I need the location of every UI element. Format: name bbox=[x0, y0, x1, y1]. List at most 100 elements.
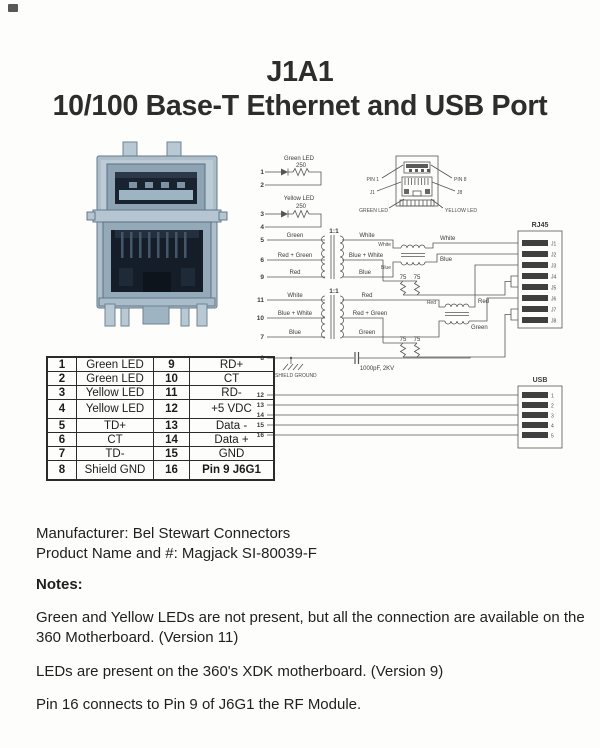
signal-name-cell: +5 VDC bbox=[189, 399, 275, 419]
choke-1: White Blue White Blue bbox=[378, 236, 518, 271]
pin-number-cell: 14 bbox=[153, 432, 190, 447]
pin-number-cell: 16 bbox=[153, 460, 190, 481]
wire-label: Blue + White bbox=[349, 253, 384, 259]
signal-name-cell: Yellow LED bbox=[76, 385, 154, 400]
pin-number-cell: 12 bbox=[153, 399, 190, 419]
inset-j8-label: J8 bbox=[457, 190, 463, 196]
pin-number-cell: 9 bbox=[153, 356, 190, 372]
shield-ground-label: SHIELD GROUND bbox=[275, 373, 317, 379]
pin-4-label: 4 bbox=[260, 224, 264, 231]
signal-name-cell: GND bbox=[189, 446, 275, 461]
wire-label: Blue bbox=[381, 265, 391, 271]
manufacturer-line: Manufacturer: Bel Stewart Connectors bbox=[36, 525, 291, 542]
wire-label: White bbox=[440, 236, 456, 242]
led-diode-symbol bbox=[281, 168, 288, 176]
signal-name-cell: Data - bbox=[189, 418, 275, 433]
yellow-led-resistor-value: 250 bbox=[296, 204, 307, 210]
signal-name-cell: TD+ bbox=[76, 418, 154, 433]
note-1: Green and Yellow LEDs are not present, b… bbox=[36, 609, 585, 646]
rj45-pin-label: J2 bbox=[551, 253, 557, 259]
inset-green-led-label: GREEN LED bbox=[359, 208, 388, 214]
transformer-1: 5 6 9 Green Red + Green Red 1:1 White Bl… bbox=[260, 228, 401, 281]
rj45-pin-label: J4 bbox=[551, 275, 557, 281]
table-row: 5 TD+ 13 Data - bbox=[46, 418, 275, 433]
resistor-symbol bbox=[292, 209, 310, 219]
pin-number-cell: 3 bbox=[46, 385, 77, 400]
wire-label: Red bbox=[289, 270, 300, 276]
inset-yellow-led-label: YELLOW LED bbox=[445, 208, 477, 214]
wire-label: Blue bbox=[359, 270, 372, 276]
pin-number-cell: 11 bbox=[153, 385, 190, 400]
wire-label: White bbox=[287, 293, 303, 299]
wire-label: White bbox=[359, 233, 375, 239]
signal-name-cell: Shield GND bbox=[76, 460, 154, 481]
scan-artifact bbox=[8, 4, 18, 12]
wire-label: Red bbox=[478, 299, 489, 305]
flange-nub-right bbox=[218, 211, 228, 221]
table-row: 4 Yellow LED 12 +5 VDC bbox=[46, 399, 275, 419]
table-row: 7 TD- 15 GND bbox=[46, 446, 275, 461]
pin-number-cell: 13 bbox=[153, 418, 190, 433]
usb-pin-label: 4 bbox=[551, 424, 554, 430]
wire-label: Red bbox=[361, 293, 372, 299]
title-line-1: J1A1 bbox=[266, 56, 334, 88]
rj45-pin-label: J5 bbox=[551, 286, 557, 292]
pin-number-cell: 2 bbox=[46, 371, 77, 386]
page-title: J1A1 10/100 Base-T Ethernet and USB Port bbox=[0, 55, 600, 123]
signal-name-cell: Data + bbox=[189, 432, 275, 447]
turns-ratio: 1:1 bbox=[329, 228, 339, 235]
green-led-label: Green LED bbox=[284, 156, 315, 162]
rj45-block: RJ45 J1 J2 J3 J4 J5 J6 J7 J8 bbox=[517, 222, 563, 329]
yellow-led-label: Yellow LED bbox=[284, 196, 315, 202]
pin-number-cell: 6 bbox=[46, 432, 77, 447]
pin-assignment-table: 1 Green LED 9 RD+ 2 Green LED 10 CT 3 Ye… bbox=[46, 356, 275, 481]
pin-6-label: 6 bbox=[260, 257, 264, 264]
footer-text-block: Manufacturer: Bel Stewart Connectors Pro… bbox=[36, 524, 586, 715]
table-row: 2 Green LED 10 CT bbox=[46, 371, 275, 386]
rj45-pin-label: J6 bbox=[551, 297, 557, 303]
resistor-value: 75 bbox=[400, 337, 407, 343]
usb-port-photo bbox=[106, 163, 206, 211]
connector-front-inset: PIN 1 PIN 8 J1 J8 GREEN LED YELLOW LED bbox=[359, 155, 477, 214]
signal-name-cell: TD- bbox=[76, 446, 154, 461]
table-row: 3 Yellow LED 11 RD- bbox=[46, 385, 275, 400]
wire-label: Green bbox=[471, 325, 488, 331]
signal-name-cell: CT bbox=[189, 371, 275, 386]
wire-label: Red bbox=[427, 300, 436, 306]
led-diode-symbol bbox=[281, 210, 288, 218]
resistor-value: 75 bbox=[400, 275, 407, 281]
wire-label: Blue + White bbox=[278, 311, 313, 317]
termination-resistors-2: 75 75 bbox=[383, 308, 518, 358]
pin-5-label: 5 bbox=[260, 237, 264, 244]
note-2: LEDs are present on the 360's XDK mother… bbox=[36, 663, 444, 680]
pin-number-cell: 8 bbox=[46, 460, 77, 481]
wire-label: Green bbox=[287, 233, 304, 239]
magjack-connector-photo bbox=[86, 141, 228, 327]
wiring-schematic: Green LED 250 1 2 Yellow LED 250 3 4 bbox=[257, 155, 563, 449]
wire-label: White bbox=[378, 242, 391, 248]
inset-pin1-label: PIN 1 bbox=[366, 177, 379, 183]
pin-9-label: 9 bbox=[260, 274, 264, 281]
signal-name-cell: CT bbox=[76, 432, 154, 447]
pin-number-cell: 15 bbox=[153, 446, 190, 461]
wire-label: Red + Green bbox=[353, 311, 388, 317]
mounting-tabs bbox=[122, 141, 182, 159]
usb-pin-label: 3 bbox=[551, 414, 554, 420]
wire-label: Green bbox=[359, 330, 376, 336]
rj45-pin-label: J1 bbox=[551, 242, 557, 248]
notes-heading: Notes: bbox=[36, 576, 83, 593]
green-led-resistor-value: 250 bbox=[296, 163, 307, 169]
signal-name-cell: Yellow LED bbox=[76, 399, 154, 419]
termination-resistors-1: 75 75 bbox=[383, 275, 518, 296]
resistor-symbol bbox=[292, 167, 310, 177]
usb-block: 12 13 14 15 16 USB 1 2 3 4 5 bbox=[257, 377, 563, 449]
shield-ground: 8 1000pF, 2KV SHIELD GROUND bbox=[260, 352, 471, 379]
led-circuit-green: Green LED 250 1 2 bbox=[260, 156, 322, 189]
usb-pin-label: 2 bbox=[551, 404, 554, 410]
usb-pin-label: 1 bbox=[551, 394, 554, 400]
inset-j1-label: J1 bbox=[370, 190, 376, 196]
table-row: 1 Green LED 9 RD+ bbox=[46, 356, 275, 372]
rj45-pin-label: J8 bbox=[551, 319, 557, 325]
resistor-value: 75 bbox=[414, 337, 421, 343]
